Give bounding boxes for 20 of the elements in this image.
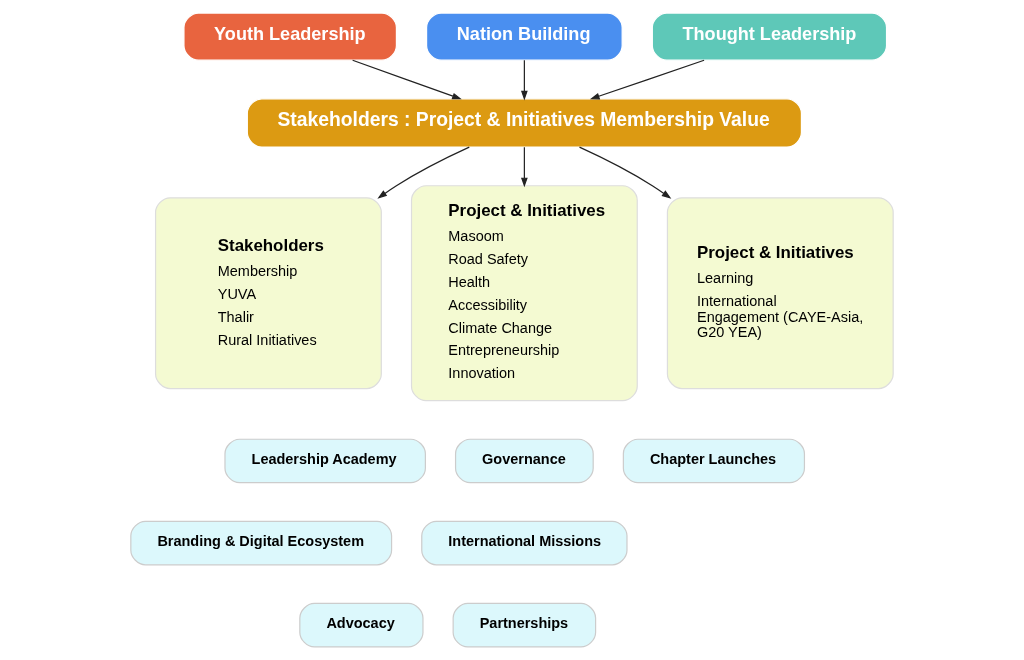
arrow — [352, 59, 462, 100]
arrow — [377, 146, 470, 199]
node-box: Governance — [454, 438, 594, 484]
node-box: Stakeholders : Project & Initiatives Membership Value — [246, 98, 803, 148]
node-box: International Missions — [421, 520, 628, 566]
arrow — [578, 146, 672, 199]
node-box: Stakeholders Membership YUVA Thalir Rural Initiatives — [154, 197, 382, 390]
arrow — [521, 59, 528, 101]
node-box: Branding & Digital Ecosystem — [130, 520, 393, 566]
arrow — [589, 59, 705, 100]
node-box: Project & Initiatives Masoom Road Safety Health Accessibility Climate Change Entrepreneurship Innovation — [410, 185, 638, 402]
node-box: Advocacy — [299, 602, 424, 648]
node-box: Thought Leadership — [651, 12, 888, 61]
node-box: Leadership Academy — [224, 438, 426, 484]
node-box: Partnerships — [452, 602, 597, 648]
node-box: Chapter Launches — [622, 438, 806, 484]
node-box: Project & Initiatives Learning International Engagement (CAYE-Asia, G20 YEA) — [666, 197, 894, 390]
node-box: Youth Leadership — [183, 12, 397, 61]
arrow — [521, 146, 528, 188]
node-box: Nation Building — [426, 12, 623, 61]
